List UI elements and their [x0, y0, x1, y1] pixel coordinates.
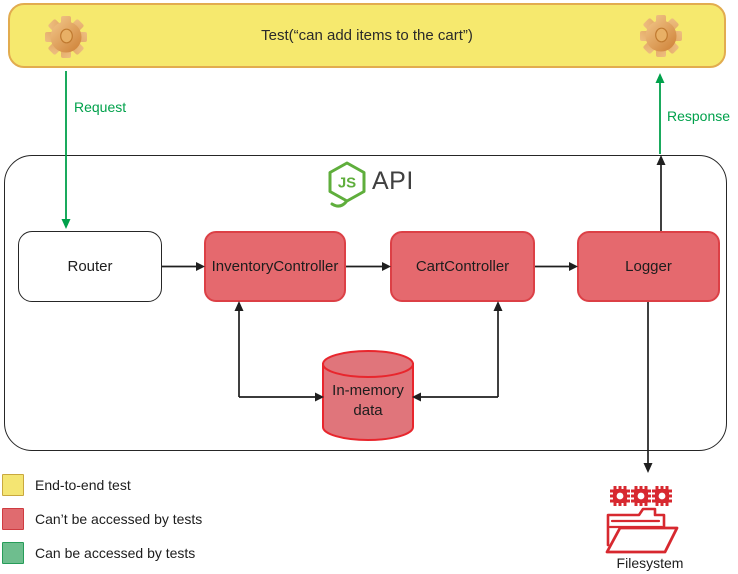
legend-label-accessible: Can be accessed by tests	[35, 545, 196, 561]
legend-item-e2e: End-to-end test	[2, 474, 131, 496]
cart-controller-box: CartController	[390, 231, 535, 302]
request-label: Request	[74, 99, 127, 115]
filesystem-icon	[605, 486, 679, 554]
folder-icon	[605, 507, 679, 554]
nodejs-icon: JS	[328, 161, 366, 208]
logger-box: Logger	[577, 231, 720, 302]
response-arrow	[655, 73, 665, 154]
logger-label: Logger	[625, 258, 672, 275]
legend-label-e2e: End-to-end test	[35, 477, 131, 493]
filesystem-label: Filesystem	[616, 555, 684, 571]
e2e-test-title: Test(“can add items to the cart”)	[261, 27, 473, 44]
response-label: Response	[667, 108, 731, 124]
legend-item-not-accessible: Can’t be accessed by tests	[2, 508, 202, 530]
cart-controller-label: CartController	[415, 258, 510, 275]
in-memory-data-label: In-memory data	[323, 381, 413, 421]
nodejs-logo-text: JS	[338, 175, 356, 192]
chip-icons	[610, 486, 672, 506]
inventory-controller-box: InventoryController	[204, 231, 346, 302]
in-memory-line1: In-memory	[332, 382, 404, 399]
inventory-controller-label: InventoryController	[211, 258, 339, 275]
legend-swatch-yellow	[2, 474, 24, 496]
legend-label-not-accessible: Can’t be accessed by tests	[35, 511, 203, 527]
router-label: Router	[67, 258, 113, 275]
legend-swatch-green	[2, 542, 24, 564]
e2e-test-banner: Test(“can add items to the cart”)	[8, 3, 726, 68]
router-box: Router	[18, 231, 162, 302]
api-title: API	[372, 167, 414, 195]
in-memory-line2: data	[353, 402, 383, 419]
legend-item-accessible: Can be accessed by tests	[2, 542, 195, 564]
legend-swatch-red	[2, 508, 24, 530]
